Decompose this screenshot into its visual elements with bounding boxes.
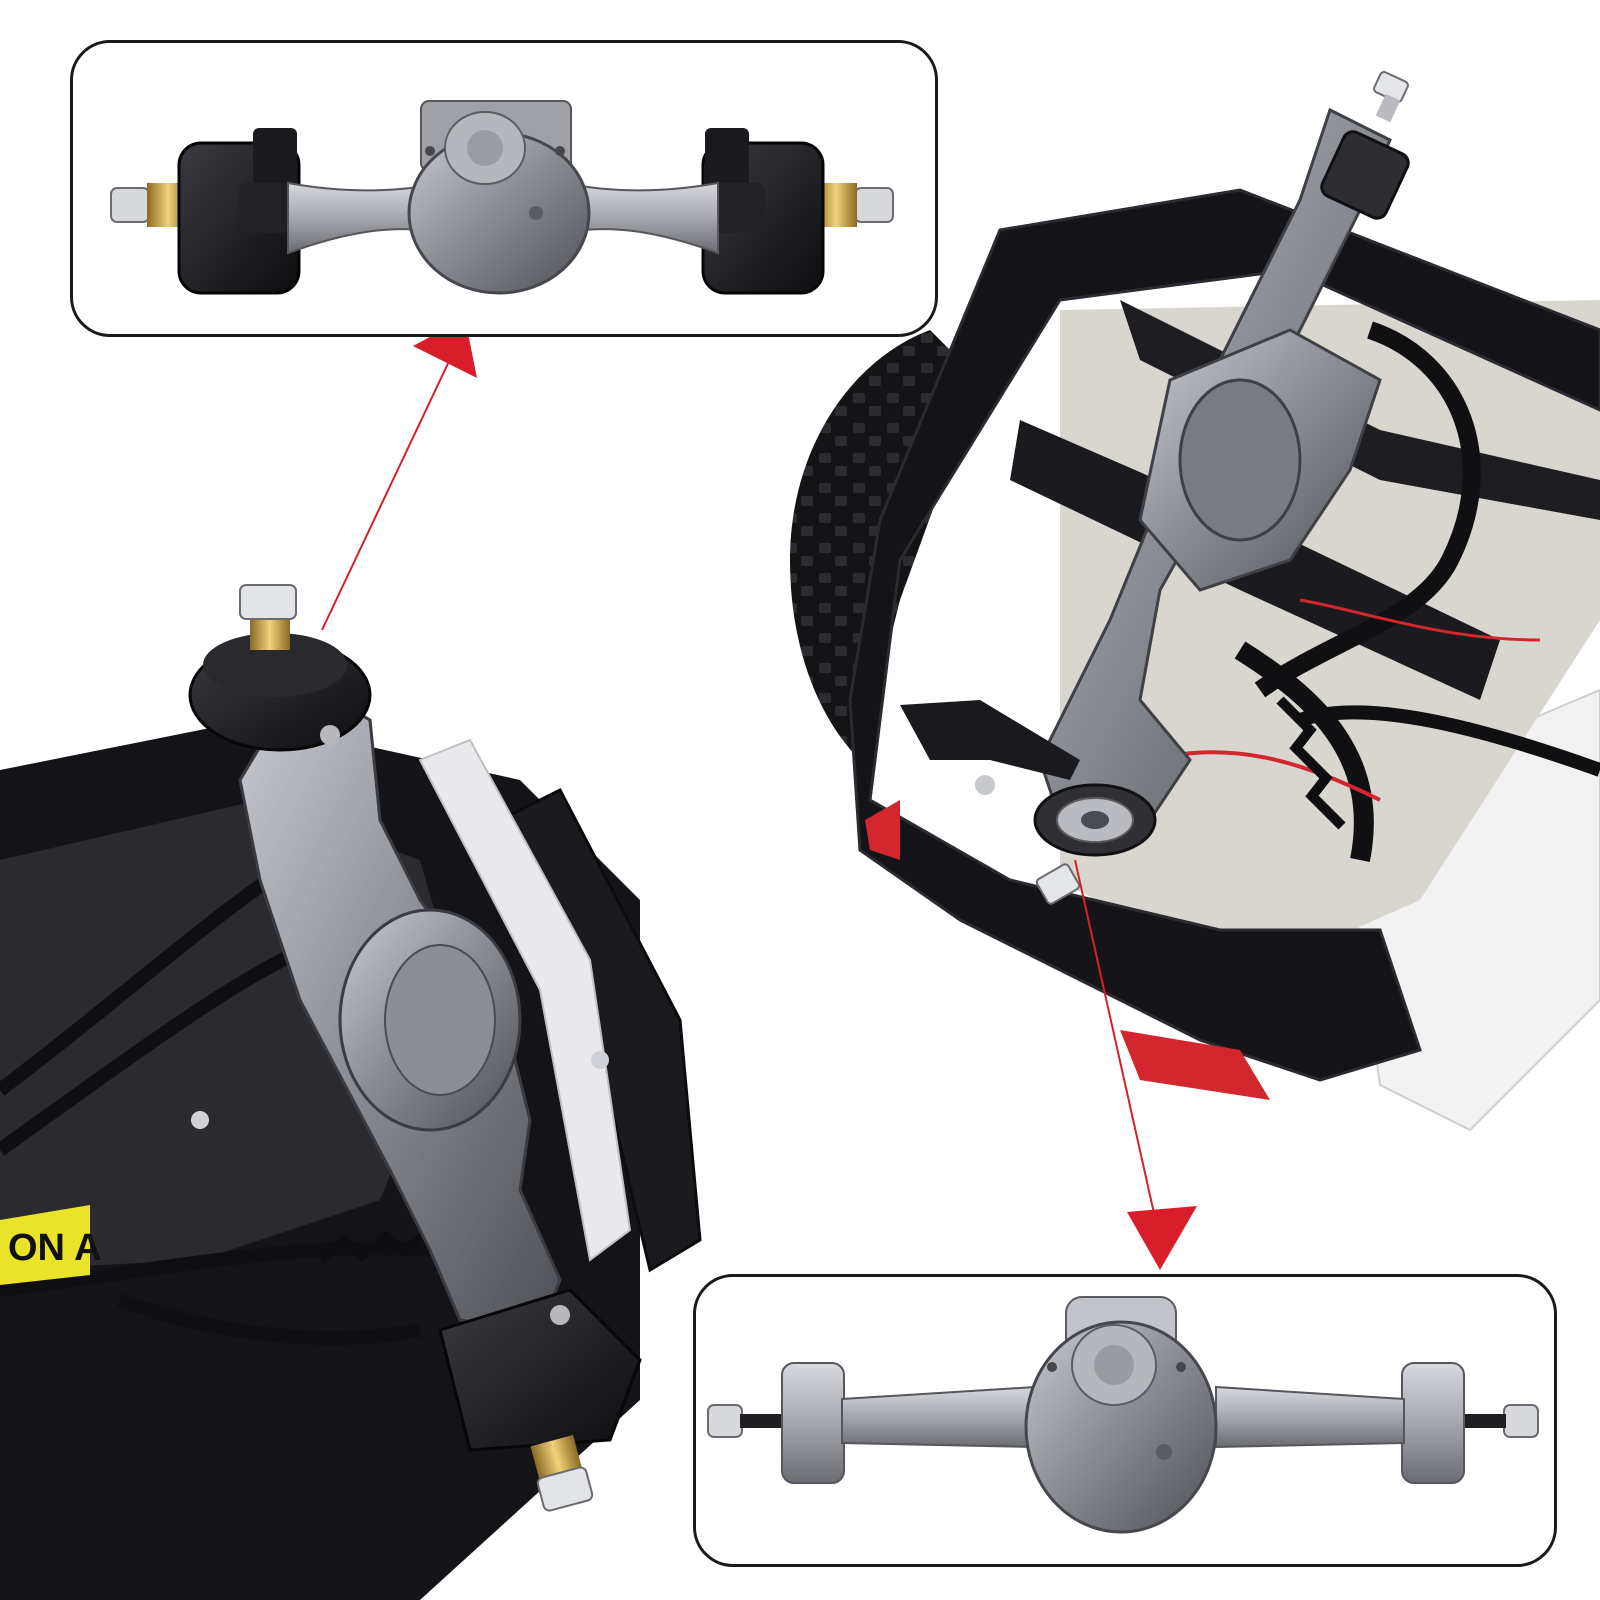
- right-chassis: [790, 71, 1600, 1132]
- rear-axle-image: [707, 1296, 1539, 1534]
- right-top-nut: [1373, 71, 1409, 123]
- front-axle-inset: [70, 40, 938, 337]
- callout-arrow-rear: [1074, 859, 1197, 1270]
- rear-axle-inset: [693, 1274, 1557, 1567]
- battery-decal: ON A: [0, 1205, 102, 1285]
- callout-arrow-front: [321, 318, 477, 631]
- front-axle-image: [110, 100, 894, 295]
- left-chassis: ON A: [0, 584, 702, 1600]
- decal-text: ON A: [8, 1227, 102, 1269]
